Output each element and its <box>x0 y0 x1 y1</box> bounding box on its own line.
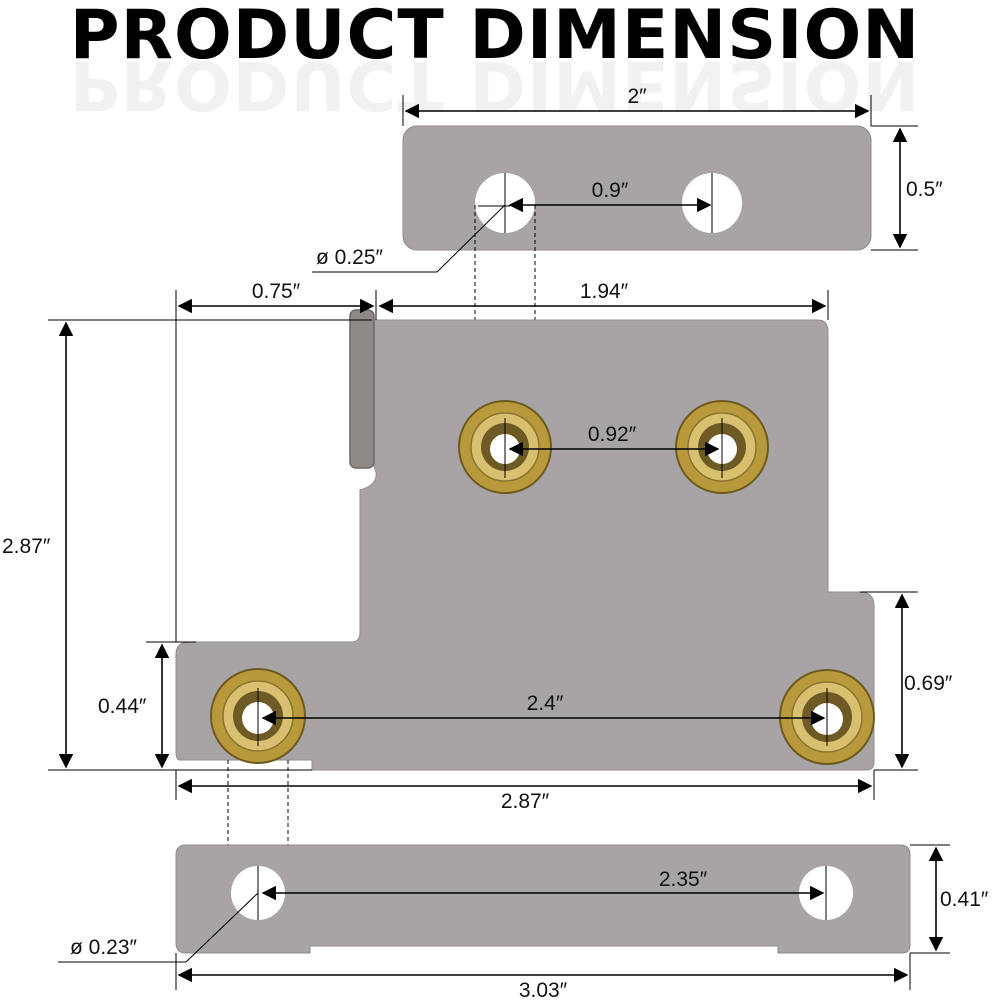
bottom-width-label: 3.03″ <box>519 979 568 1000</box>
nut-spacing-top-label: 0.92″ <box>588 423 637 446</box>
main-top-width-label: 1.94″ <box>580 280 629 303</box>
bottom-hole-diameter-label: ø 0.23″ <box>70 936 138 959</box>
top-height-label: 0.5″ <box>906 178 943 201</box>
bottom-plate <box>175 844 911 954</box>
top-hole-diameter-label: ø 0.25″ <box>316 246 384 269</box>
title-reflection: PRODUCT DIMENSION <box>70 45 920 124</box>
bottom-height-label: 0.41″ <box>940 888 989 911</box>
bent-tab <box>349 309 375 469</box>
top-width-label: 2″ <box>627 85 647 108</box>
top-plate <box>402 125 872 251</box>
top-hole-spacing-label: 0.9″ <box>592 179 629 202</box>
bottom-hole-spacing-label: 2.35″ <box>659 868 708 891</box>
nut-spacing-bottom-label: 2.4″ <box>527 692 564 715</box>
main-bottom-width-label: 2.87″ <box>501 790 550 813</box>
page-title: PRODUCT DIMENSION <box>70 0 920 75</box>
main-height-label: 2.87″ <box>2 535 51 558</box>
lower-height-label: 0.44″ <box>98 695 147 718</box>
tab-offset-label: 0.75″ <box>252 280 301 303</box>
right-height-label: 0.69″ <box>904 672 953 695</box>
